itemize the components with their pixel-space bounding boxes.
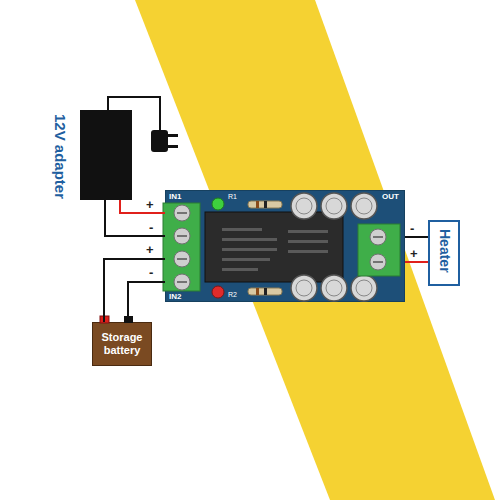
terminal-block bbox=[358, 224, 400, 276]
screw-slot bbox=[373, 236, 383, 238]
power-adapter: 12V adapter bbox=[80, 110, 132, 200]
polarity-sign: + bbox=[146, 198, 154, 211]
resistor bbox=[248, 201, 282, 208]
red-led bbox=[212, 286, 224, 298]
relay-marking bbox=[222, 238, 277, 241]
input-name: IN1 bbox=[169, 192, 181, 201]
screw-slot bbox=[177, 281, 187, 283]
wire bbox=[105, 200, 165, 236]
battery-terminal bbox=[124, 316, 133, 323]
green-led bbox=[212, 198, 224, 210]
polarity-sign: - bbox=[410, 222, 414, 235]
resistor-band bbox=[256, 201, 259, 208]
part-name: R2 bbox=[228, 291, 237, 299]
wire bbox=[104, 259, 165, 322]
battery-box: Storage battery bbox=[92, 322, 152, 366]
capacitor-top bbox=[296, 198, 312, 214]
capacitor bbox=[321, 193, 347, 219]
screw-slot bbox=[177, 258, 187, 260]
capacitor bbox=[291, 275, 317, 301]
capacitor-top bbox=[296, 280, 312, 296]
terminal-screw bbox=[370, 229, 386, 245]
part-name: R1 bbox=[228, 193, 237, 201]
resistor-band bbox=[264, 288, 267, 295]
terminal-screw bbox=[174, 251, 190, 267]
screw-slot bbox=[177, 235, 187, 237]
wire bbox=[405, 236, 428, 238]
plug-body bbox=[151, 130, 168, 152]
terminal-block bbox=[163, 203, 200, 291]
capacitor-top bbox=[356, 280, 372, 296]
resistor-band bbox=[264, 201, 267, 208]
relay-board: IN1 R1 OUT IN2 R2 bbox=[165, 190, 405, 302]
plug-prong bbox=[168, 145, 178, 148]
terminal-screw bbox=[174, 205, 190, 221]
capacitor bbox=[351, 193, 377, 219]
adapter-label: 12V adapter bbox=[52, 114, 69, 199]
wire bbox=[120, 200, 165, 213]
capacitor bbox=[291, 193, 317, 219]
resistor bbox=[248, 288, 282, 295]
heater-label: Heater bbox=[437, 229, 453, 273]
relay-marking bbox=[222, 228, 262, 231]
yellow-band bbox=[135, 0, 495, 500]
relay-marking bbox=[222, 258, 270, 261]
capacitor bbox=[321, 275, 347, 301]
screw-slot bbox=[373, 261, 383, 263]
capacitor-top bbox=[356, 198, 372, 214]
polarity-sign: + bbox=[410, 247, 418, 260]
relay-marking bbox=[288, 250, 328, 253]
terminal-screw bbox=[370, 254, 386, 270]
output-name: OUT bbox=[382, 192, 399, 201]
terminal-screw bbox=[174, 228, 190, 244]
wire bbox=[128, 282, 165, 322]
heater-box: Heater bbox=[428, 220, 460, 286]
polarity-sign: + bbox=[146, 243, 154, 256]
polarity-sign: - bbox=[149, 266, 153, 279]
relay bbox=[205, 212, 343, 282]
battery-terminal bbox=[100, 316, 109, 323]
relay-marking bbox=[288, 240, 328, 243]
relay-marking bbox=[222, 248, 277, 251]
polarity-sign: - bbox=[149, 221, 153, 234]
terminal-screw bbox=[174, 274, 190, 290]
plug-prong bbox=[168, 134, 178, 137]
capacitor bbox=[351, 275, 377, 301]
input-name: IN2 bbox=[169, 292, 181, 301]
resistor-band bbox=[256, 288, 259, 295]
relay-marking bbox=[222, 268, 258, 271]
capacitor-top bbox=[326, 280, 342, 296]
wire bbox=[405, 261, 428, 263]
screw-slot bbox=[177, 212, 187, 214]
relay-marking bbox=[288, 230, 328, 233]
battery-label: Storage battery bbox=[93, 331, 151, 357]
capacitor-top bbox=[326, 198, 342, 214]
